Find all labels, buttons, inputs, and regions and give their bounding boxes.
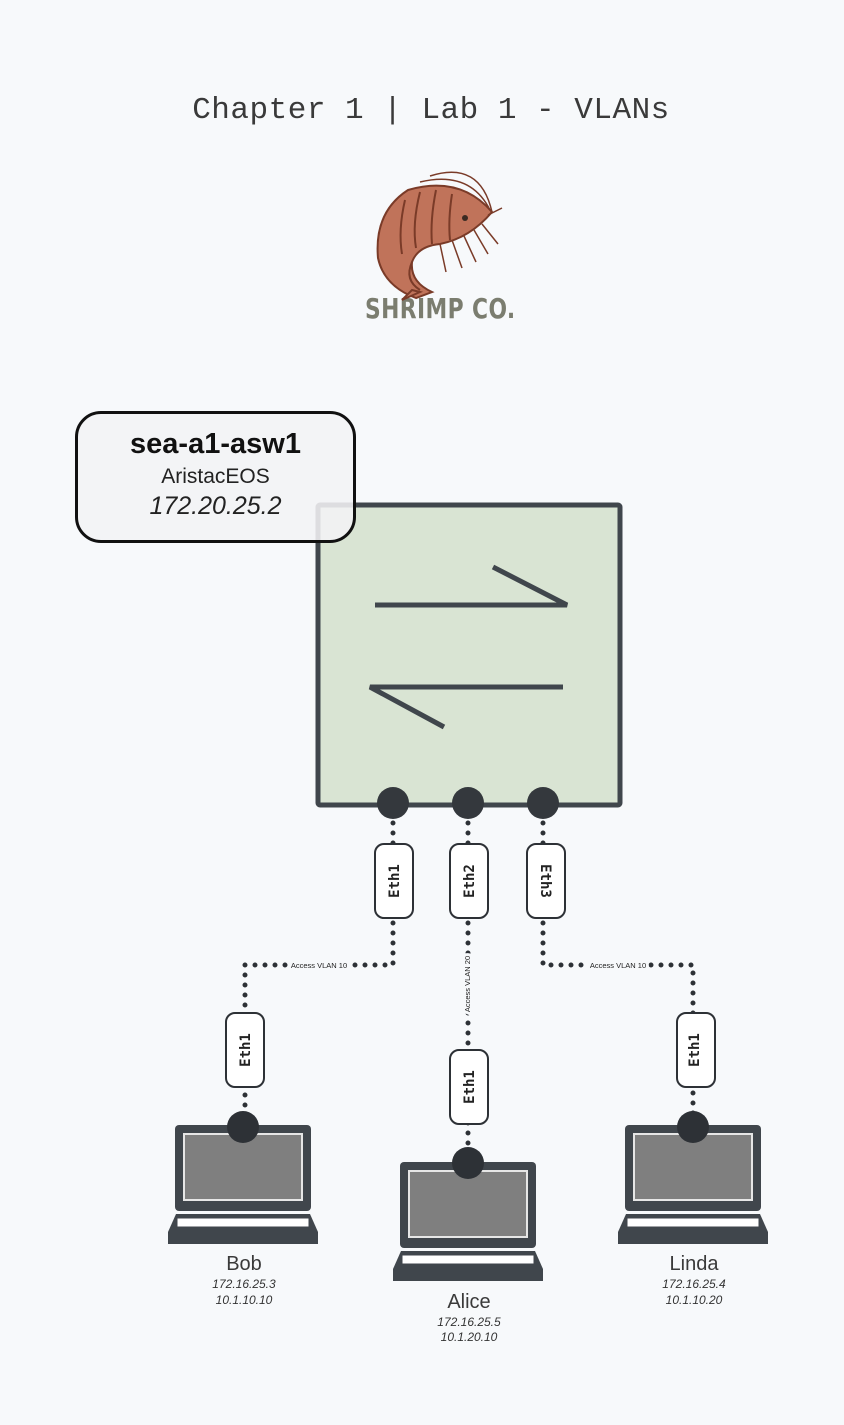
vlan-label-bob: Access VLAN 10 (291, 961, 347, 970)
switch-mgmt-ip: 172.20.25.2 (149, 492, 282, 520)
host-ip-bob-1: 172.16.25.3 (212, 1277, 276, 1291)
host-name-alice: Alice (447, 1291, 490, 1313)
switch-port-eth1 (377, 787, 409, 819)
switch-info-card: sea-a1-asw1 AristacEOS 172.20.25.2 (75, 411, 356, 543)
brand-name: SHRIMP CO. (365, 292, 516, 325)
port-box-switch-eth1 (374, 843, 414, 919)
port-label-switch-eth2: Eth2 (462, 864, 478, 898)
host-port-bob-eth1 (227, 1111, 259, 1143)
port-label-linda-eth1: Eth1 (687, 1033, 703, 1067)
host-ip-alice-1: 172.16.25.5 (437, 1315, 501, 1329)
switch-arrows-icon (368, 564, 569, 730)
switch-body (315, 502, 623, 808)
switch-port-eth2 (452, 787, 484, 819)
port-box-alice-eth1 (449, 1049, 489, 1125)
host-name-bob: Bob (226, 1253, 262, 1275)
port-label-switch-eth3: Eth3 (537, 864, 553, 898)
host-name-linda: Linda (670, 1253, 720, 1275)
port-label-alice-eth1: Eth1 (462, 1070, 478, 1104)
host-ip-alice-2: 10.1.20.10 (441, 1330, 498, 1344)
port-box-switch-eth3 (526, 843, 566, 919)
page-title: Chapter 1 | Lab 1 - VLANs (192, 93, 670, 128)
host-port-alice-eth1 (452, 1147, 484, 1179)
port-box-switch-eth2 (449, 843, 489, 919)
port-box-bob-eth1 (225, 1012, 265, 1088)
host-port-linda-eth1 (677, 1111, 709, 1143)
vlan-label-linda: Access VLAN 10 (590, 961, 646, 970)
laptop-icon-alice (393, 1162, 543, 1281)
host-ip-bob-2: 10.1.10.10 (216, 1293, 273, 1307)
host-ip-linda-2: 10.1.10.20 (666, 1293, 723, 1307)
port-box-linda-eth1 (676, 1012, 716, 1088)
laptop-icon-linda (618, 1125, 768, 1244)
switch-hostname: sea-a1-asw1 (130, 428, 301, 460)
switch-os: AristacEOS (161, 465, 270, 488)
port-label-switch-eth1: Eth1 (387, 864, 403, 898)
shrimp-icon (376, 171, 503, 301)
switch-ports (377, 787, 559, 819)
vlan-label-alice: Access VLAN 20 (463, 956, 472, 1012)
host-ip-linda-1: 172.16.25.4 (662, 1277, 726, 1291)
laptop-icon-bob (168, 1125, 318, 1244)
port-label-bob-eth1: Eth1 (238, 1033, 254, 1067)
switch-port-eth3 (527, 787, 559, 819)
